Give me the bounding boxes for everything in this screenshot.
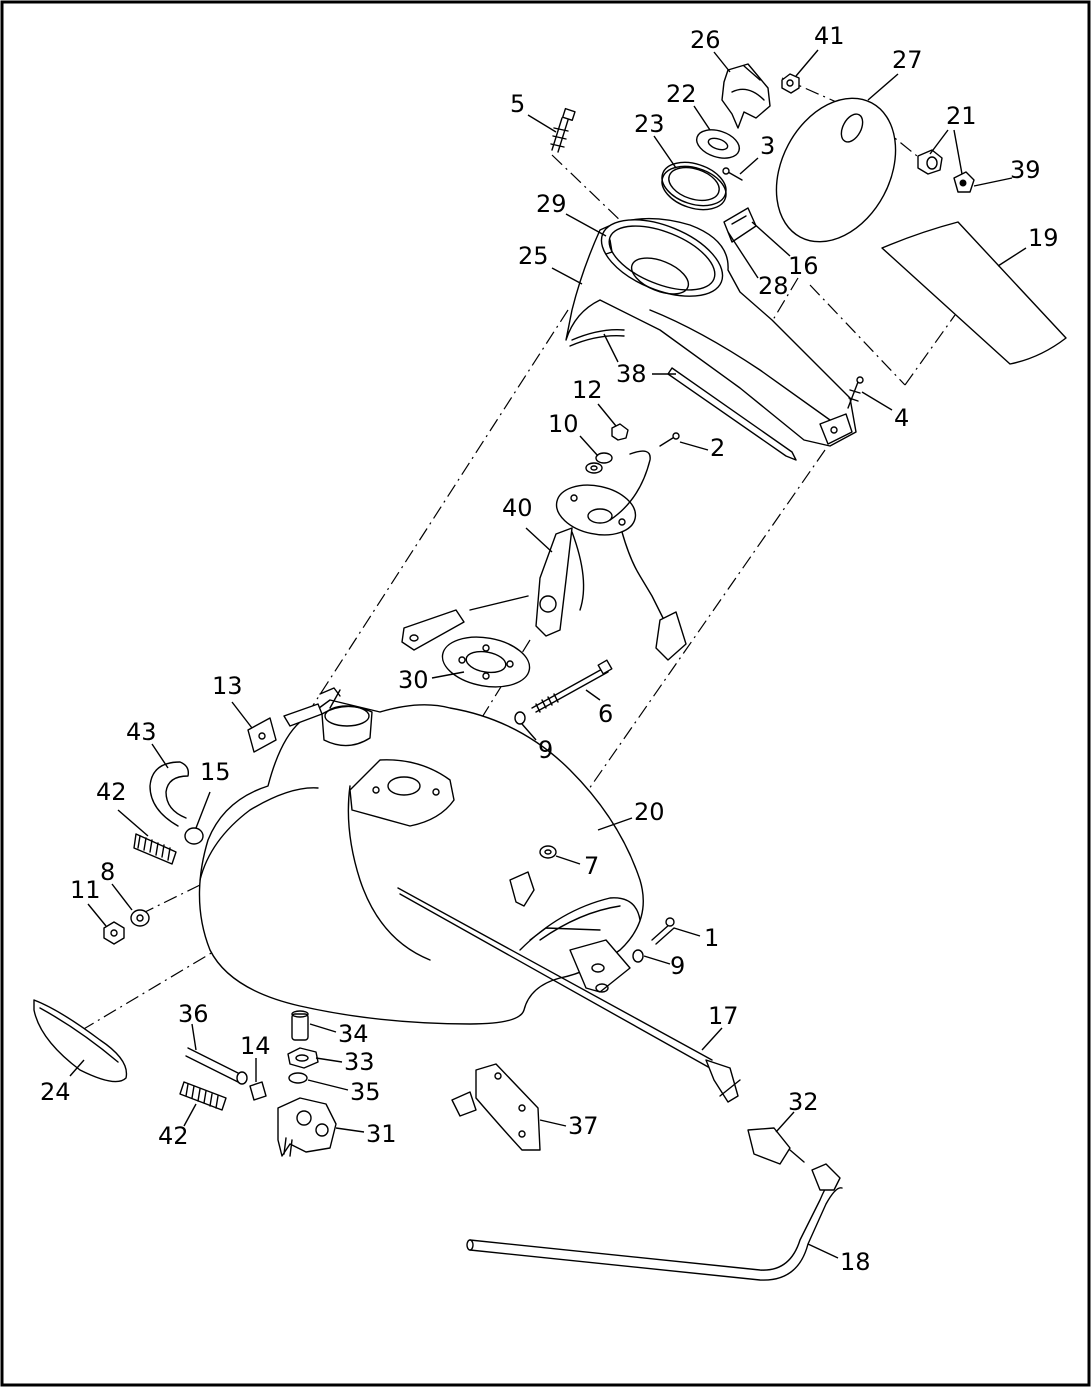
callout-27: 27 (892, 46, 923, 74)
callout-39: 39 (1010, 156, 1041, 184)
alignment-lines (81, 77, 956, 1031)
callout-38: 38 (616, 360, 647, 388)
part-15-clamp (184, 827, 204, 845)
callout-labels: 26 41 27 22 5 23 3 21 39 29 19 25 16 28 … (40, 22, 1059, 1276)
callout-33: 33 (344, 1048, 375, 1076)
callout-3: 3 (760, 132, 775, 160)
callout-6: 6 (598, 700, 613, 728)
part-8-washer (130, 909, 150, 927)
callout-2: 2 (710, 434, 725, 462)
callout-12: 12 (572, 376, 603, 404)
part-32-fuel-filter (747, 1127, 805, 1165)
callout-7: 7 (584, 852, 599, 880)
part-21-plug (917, 149, 943, 175)
part-9-washer-upper (514, 711, 526, 725)
part-6-bolt (531, 659, 613, 713)
part-19-pad (881, 221, 1067, 365)
part-3-screw (722, 167, 743, 181)
part-5-bolt (550, 107, 576, 153)
part-36-hose (185, 1047, 248, 1085)
part-14-clamp (249, 1081, 267, 1101)
callout-29: 29 (536, 190, 567, 218)
part-22-gasket (695, 129, 741, 159)
part-30-gasket (441, 636, 531, 688)
callout-8: 8 (100, 858, 115, 886)
part-26-fuel-cap (721, 63, 771, 129)
part-31-fuel-valve (277, 1097, 337, 1157)
callout-10: 10 (548, 410, 579, 438)
part-2-screw (659, 432, 680, 447)
callout-18: 18 (840, 1248, 871, 1276)
callout-40: 40 (502, 494, 533, 522)
part-16-bracket (723, 207, 757, 243)
part-27-cover-plate (775, 97, 897, 243)
callout-15: 15 (200, 758, 231, 786)
part-1-bolt (651, 917, 675, 945)
part-35-o-ring (288, 1072, 308, 1084)
part-23-filler-ring (661, 161, 727, 211)
callout-21: 21 (946, 102, 977, 130)
part-41-nut (781, 73, 800, 94)
part-9-washer-lower (632, 949, 644, 963)
part-12-nut (611, 423, 629, 441)
part-18-fuel-line (466, 1163, 843, 1281)
part-40-fuel-sender (401, 450, 687, 661)
callout-17: 17 (708, 1002, 739, 1030)
callout-32: 32 (788, 1088, 819, 1116)
callout-42-lower: 42 (158, 1122, 189, 1150)
callout-20: 20 (634, 798, 665, 826)
callout-1: 1 (704, 924, 719, 952)
part-20-fuel-tank (198, 687, 644, 1025)
part-33-nut (287, 1047, 319, 1069)
part-37-plate (451, 1063, 541, 1151)
part-7-washer (509, 845, 557, 907)
callout-43: 43 (126, 718, 157, 746)
part-38-trim-strip (569, 329, 797, 461)
part-10-washer (585, 452, 613, 474)
callout-34: 34 (338, 1020, 369, 1048)
part-11-nut (103, 921, 125, 945)
callout-24: 24 (40, 1078, 71, 1106)
callout-9-lower: 9 (670, 952, 685, 980)
callout-37: 37 (568, 1112, 599, 1140)
part-39-clip (953, 171, 975, 193)
part-42-spring-upper (133, 833, 177, 865)
callout-35: 35 (350, 1078, 381, 1106)
part-24-pad (33, 999, 128, 1083)
callout-30: 30 (398, 666, 429, 694)
callout-41: 41 (814, 22, 845, 50)
callout-13: 13 (212, 672, 243, 700)
callout-9-upper: 9 (538, 736, 553, 764)
callout-26: 26 (690, 26, 721, 54)
callout-28: 28 (758, 272, 789, 300)
part-13-clip (247, 717, 277, 753)
callout-22: 22 (666, 80, 697, 108)
callout-19: 19 (1028, 224, 1059, 252)
callout-25: 25 (518, 242, 549, 270)
callout-4: 4 (894, 404, 909, 432)
leader-lines (69, 49, 1027, 1259)
part-17-vent-hose (397, 887, 741, 1103)
callout-5: 5 (510, 90, 525, 118)
callout-11: 11 (70, 876, 101, 904)
callout-16: 16 (788, 252, 819, 280)
callout-36: 36 (178, 1000, 209, 1028)
part-43-hose (149, 761, 190, 827)
callout-14: 14 (240, 1032, 271, 1060)
part-34-strainer (291, 1010, 309, 1041)
callout-42-upper: 42 (96, 778, 127, 806)
callout-23: 23 (634, 110, 665, 138)
callout-31: 31 (366, 1120, 397, 1148)
part-4-screw (847, 376, 864, 409)
part-42-spring-lower (179, 1081, 227, 1111)
